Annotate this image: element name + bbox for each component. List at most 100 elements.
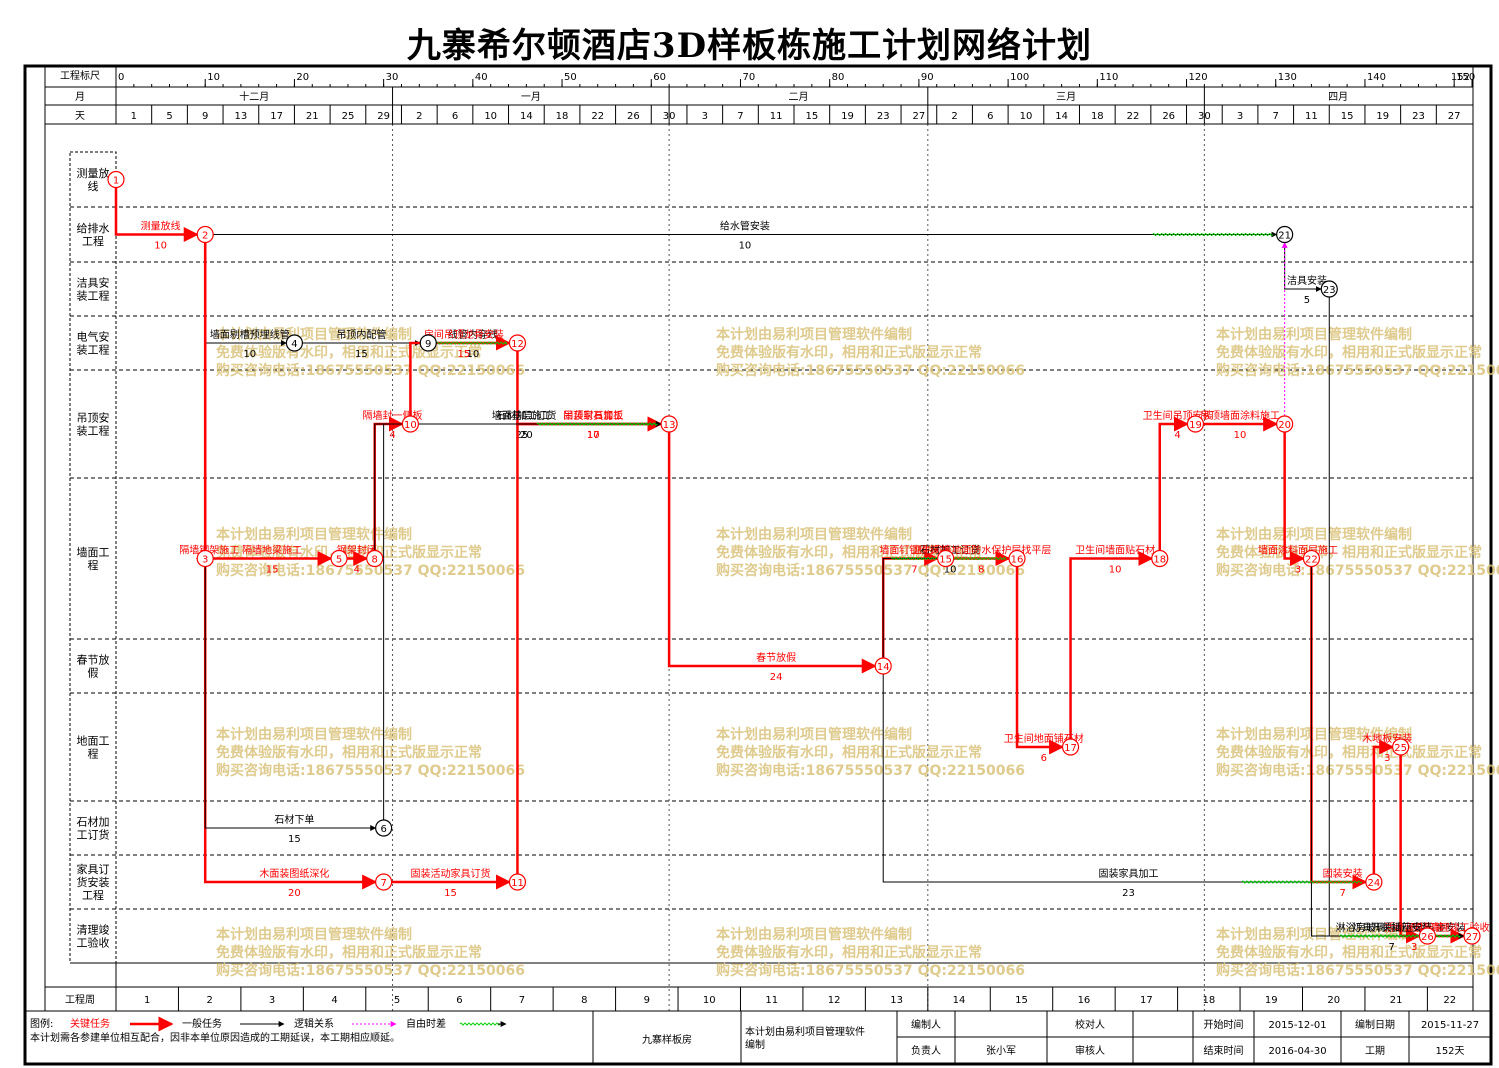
activity-duration: 3 [1295,565,1301,576]
activity-name: 吊顶内配管 [336,328,386,341]
day-number: 3 [702,111,708,122]
activity-duration: 6 [1041,753,1047,764]
day-number: 10 [1020,111,1033,122]
day-number: 11 [1305,111,1318,122]
watermark-text: 本计划由易利项目管理软件编制 [716,926,912,943]
event-node [937,549,955,568]
scale-tick-label: 152 [1451,72,1470,83]
footer-start-label: 开始时间 [1204,1018,1244,1031]
event-node [1463,927,1481,945]
lane-label: 电气安 [77,330,110,344]
watermark-text: 免费体验版有水印，相用和正式版显示正常 [716,344,982,361]
activity-name: 吊顶封石膏板 [563,409,623,422]
event-node-label: 20 [1278,420,1291,431]
event-node [1302,549,1321,568]
week-number: 13 [890,995,903,1006]
day-number: 14 [1055,111,1068,122]
lane-label: 货安装 [77,875,110,889]
footer-manager-value: 张小军 [986,1045,1016,1057]
week-number: 18 [1202,995,1215,1006]
watermark-text: 免费体验版有水印，相用和正式版显示正常 [1216,544,1482,561]
event-node-label: 26 [1421,932,1434,943]
day-number: 19 [1376,111,1389,122]
month-name: 四月 [1328,91,1348,103]
activity-duration: 25 [516,430,529,441]
activity-duration: 7 [1389,942,1395,953]
activity-name: 木面装图纸深化 [259,867,329,880]
event-node-label: 27 [1466,932,1479,943]
scale-tick-label: 150 [1456,72,1475,83]
event-node-label: 2 [202,231,208,242]
lane-label: 测量放 [77,166,110,180]
lane-label: 吊顶安 [77,411,110,425]
day-number: 21 [306,111,319,122]
activity-arrow [114,187,199,242]
scale-tick-label: 30 [386,72,399,83]
month-name: 一月 [521,91,541,103]
scale-tick-label: 90 [921,72,934,83]
week-number: 8 [581,995,587,1006]
event-node [1276,225,1294,244]
free-float [1339,934,1461,938]
scale-tick-label: 40 [475,72,488,83]
event-node [419,334,437,352]
activity-name: 固装家具加工 [1099,867,1159,880]
event-node-label: 9 [425,339,431,350]
lane-label: 工程 [82,889,104,902]
day-number: 15 [805,111,818,122]
event-node [660,415,678,433]
footer-duration-label: 工期 [1365,1045,1385,1057]
activity-duration: 15 [458,349,471,360]
activity-duration: 3 [1384,753,1390,764]
activity-name: 春节放假 [756,651,796,664]
lane-label: 工程 [82,235,104,248]
week-number: 1 [144,995,150,1006]
activity-name: 石材加工订货 [496,409,556,422]
day-number: 2 [951,111,957,122]
legend-float-line [459,1022,501,1026]
activity-arrow [1328,297,1465,939]
watermark-text: 本计划由易利项目管理软件编制 [716,526,912,543]
day-number: 18 [1091,111,1104,122]
week-number: 6 [456,995,462,1006]
week-number: 7 [519,995,525,1006]
week-number: 11 [765,995,778,1006]
activity-duration: 24 [770,672,783,683]
scale-tick-label: 110 [1099,72,1118,83]
activity-duration: 17 [587,430,600,441]
footer-start-value: 2015-12-01 [1268,1020,1326,1031]
event-node-label: 22 [1305,555,1318,566]
lane-label: 墙面工 [77,545,110,559]
event-node [196,549,214,568]
week-number: 12 [828,995,841,1006]
week-number: 10 [703,995,716,1006]
day-number: 5 [166,111,172,122]
activity-duration: 10 [739,241,752,252]
day-number: 15 [1341,111,1354,122]
watermark-text: 购买咨询电话:18675550537 QQ:22150066 [1216,562,1499,579]
event-node-label: 19 [1189,420,1202,431]
scale-tick-label: 50 [564,72,577,83]
activity-name: 吊顶墙面涂料施工 [1200,409,1280,422]
watermark-text: 免费体验版有水印，相用和正式版显示正常 [716,944,982,961]
legend-normal-label: 一般任务 [182,1017,222,1030]
day-number: 1 [131,111,137,122]
week-number: 2 [206,995,212,1006]
activity-duration: 10 [1234,430,1247,441]
scale-tick-label: 120 [1189,72,1208,83]
watermark-text: 购买咨询电话:18675550537 QQ:22150066 [1216,962,1499,979]
activity-arrow [1015,566,1065,755]
day-number: 30 [1198,111,1211,122]
watermark-text: 免费体验版有水印，相用和正式版显示正常 [216,944,482,961]
legend-note: 本计划需各参建单位相互配合，因非本单位原因造成的工期延误，本工期相应顺延。 [30,1031,400,1044]
day-number: 9 [202,111,208,122]
event-node [1365,873,1383,891]
lane-label: 线 [88,179,99,193]
event-node [401,415,419,433]
page-title: 九寨希尔顿酒店3D样板栋施工计划网络计划 [406,26,1093,66]
event-node-label: 17 [1064,743,1077,754]
watermark-text: 免费体验版有水印，相用和正式版显示正常 [716,744,982,761]
activity-name: 卫生间墙地面防水保护层找平层 [911,544,1051,557]
footer-made-value: 2015-11-27 [1421,1020,1479,1031]
activity-arrow [1069,551,1154,739]
